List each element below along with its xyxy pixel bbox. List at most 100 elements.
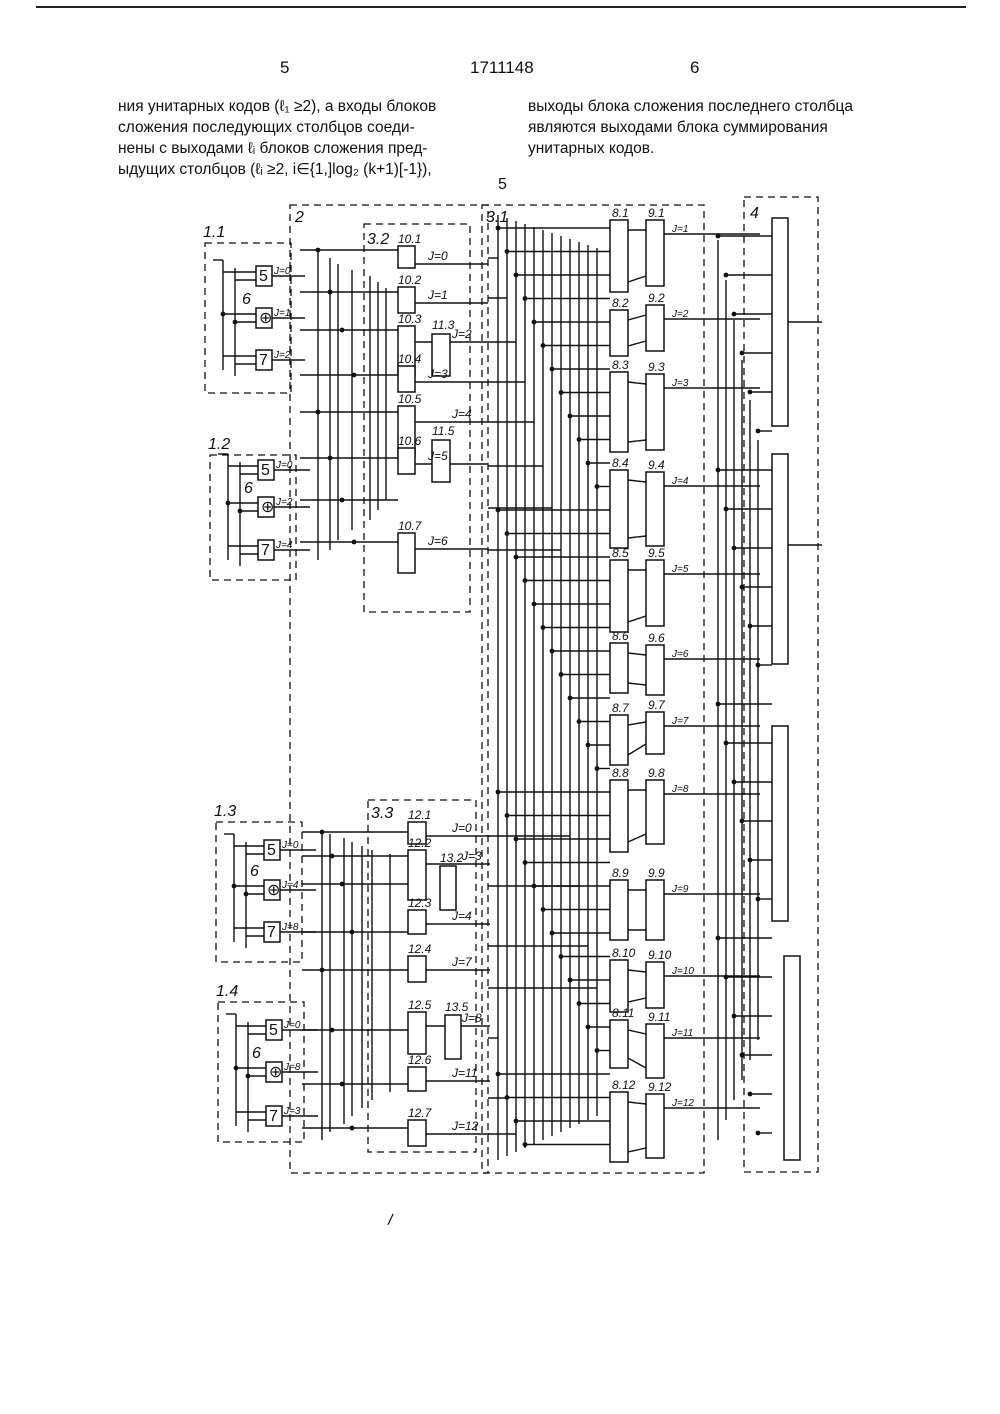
j-label-9-7: J=7 [671,716,689,727]
label-8-5: 8.5 [612,546,629,560]
label-12-3: 12.3 [408,896,432,910]
group-label-1-1: 1.1 [203,224,225,241]
label-9-3: 9.3 [648,360,665,374]
label-13-2: 13.2 [440,851,464,865]
label-9-9: 9.9 [648,866,665,880]
j-label-10-6: J=5 [427,449,448,463]
gate-number-6-4: 6 [252,1045,261,1062]
group-output-label-1-2: J=1 [273,308,290,319]
block-8-9 [610,880,628,940]
block-9-9 [646,880,664,940]
label-8-8: 8.8 [612,766,629,780]
group-output-label-4-2: J=8 [283,1062,301,1073]
label-9-6: 9.6 [648,631,665,645]
block-9-7 [646,712,664,754]
gate-symbol-1-1: 5 [259,268,268,285]
group-output-label-3-3: J=8 [281,922,299,933]
label-10-2: 10.2 [398,273,422,287]
label-11-5: 11.5 [432,424,455,438]
group-output-label-2-3: J=4 [275,540,293,551]
label-12-2: 12.2 [408,836,432,850]
block-9-1 [646,220,664,286]
block-10-1 [398,246,415,268]
label-8-12: 8.12 [612,1078,636,1092]
block-label-3-3: 3.3 [371,805,393,822]
block-12-5 [408,1012,426,1054]
block-12-6 [408,1067,426,1091]
gate-number-6-3: 6 [250,863,259,880]
block-9-11 [646,1024,664,1078]
label-8-6: 8.6 [612,629,629,643]
gate-number-6-2: 6 [244,480,253,497]
label-8-11: 8.11 [612,1006,634,1020]
label-9-12: 9.12 [648,1080,672,1094]
label-10-7: 10.7 [398,519,423,533]
block-8-10 [610,960,628,1012]
label-9-8: 9.8 [648,766,665,780]
gate-symbol-2-3: 7 [261,542,270,559]
j-label-12-4: J=7 [451,955,473,969]
label-9-7: 9.7 [648,698,666,712]
label-8-3: 8.3 [612,358,629,372]
block-8-12 [610,1092,628,1162]
j-label-10-2: J=1 [427,288,448,302]
block-13-5 [445,1015,461,1059]
j-label-9-12: J=12 [671,1098,694,1109]
block-9-10 [646,962,664,1008]
block-label-4: 4 [750,205,759,222]
block-12-2 [408,850,426,900]
group-label-1-2: 1.2 [208,436,230,453]
label-12-7: 12.7 [408,1106,433,1120]
block-9-3 [646,374,664,450]
label-10-6: 10.6 [398,434,422,448]
gate-symbol-1-3: 7 [259,352,268,369]
block-label-3-2: 3.2 [367,231,389,248]
label-8-2: 8.2 [612,296,629,310]
block-9-8 [646,780,664,844]
label-8-7: 8.7 [612,701,630,715]
block-8-7 [610,715,628,765]
j-label-10-1: J=0 [427,249,448,263]
group-label-1-4: 1.4 [216,983,238,1000]
label-9-4: 9.4 [648,458,665,472]
block-12-3 [408,910,426,934]
block-8-8 [610,780,628,852]
block-10-7 [398,533,415,573]
label-11-3: 11.3 [432,318,455,332]
group-output-label-2-2: J=2 [275,497,293,508]
gate-symbol-1-2: ⊕ [259,310,272,327]
j-label-10-4: J=3 [427,367,448,381]
label-8-4: 8.4 [612,456,629,470]
block-10-2 [398,287,415,313]
block-9-5 [646,560,664,626]
label-10-1: 10.1 [398,232,421,246]
group-output-label-3-2: J=4 [281,880,299,891]
block-8-1 [610,220,628,292]
block-9-2 [646,305,664,351]
j-label-12-3: J=4 [451,909,472,923]
block-8-11 [610,1020,628,1068]
block-8-3 [610,372,628,452]
group-output-label-4-3: J=3 [283,1106,301,1117]
label-10-5: 10.5 [398,392,422,406]
j-label-9-9: J=9 [671,884,689,895]
j-label-9-11: J=11 [671,1028,693,1039]
block-8-4 [610,470,628,548]
gate-symbol-4-3: 7 [269,1108,278,1125]
j-label-12-1: J=0 [451,821,472,835]
block-8-2 [610,310,628,356]
j-label-9-8: J=8 [671,784,689,795]
label-10-4: 10.4 [398,352,422,366]
group-output-label-2-1: J=0 [275,460,293,471]
j-label-9-4: J=4 [671,476,689,487]
label-8-9: 8.9 [612,866,629,880]
block-9-12 [646,1094,664,1158]
gate-symbol-4-1: 5 [269,1022,278,1039]
block-8-6 [610,643,628,693]
label-8-1: 8.1 [612,206,629,220]
label-13-5: 13.5 [445,1000,469,1014]
label-9-5: 9.5 [648,546,665,560]
j-label-9-6: J=6 [671,649,689,660]
block-13-2 [440,866,456,910]
